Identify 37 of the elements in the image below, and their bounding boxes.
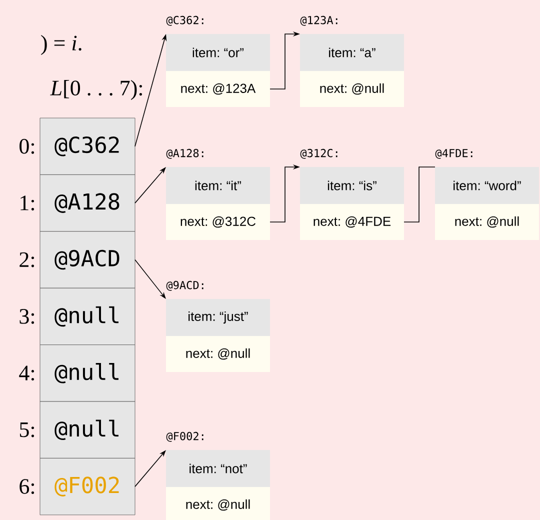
index-label: 6: — [20, 479, 34, 494]
index-label: 2: — [20, 252, 34, 268]
node-label: @312C: — [300, 148, 338, 159]
node-label: next: @null — [320, 83, 384, 95]
node-label: @9ACD: — [166, 280, 204, 291]
index-label: 4: — [19, 366, 34, 381]
node-label: @123A: — [300, 16, 338, 26]
array-cell: @C362 — [40, 118, 136, 175]
array-cell: @F002 — [40, 458, 136, 516]
node-label: @F002: — [166, 432, 204, 442]
index-label: 5: — [20, 422, 34, 438]
array-cell: @A128 — [40, 174, 136, 232]
index-label: 1: — [20, 196, 34, 210]
array-cell: @null — [40, 288, 136, 345]
node-label: next: @312C — [180, 216, 256, 228]
formula-text: L[0 . . . 7): — [50, 80, 142, 100]
formula-text: ) = i. — [41, 35, 82, 55]
node-label: @4FDE: — [435, 149, 472, 159]
node-label: next: @123A — [181, 83, 256, 95]
node-label: next: @null — [186, 499, 250, 511]
list-node: @F002: item: “not” next: @null — [166, 432, 270, 520]
list-node: @123A: item: “a” next: @null — [300, 16, 404, 107]
node-label: next: @null — [455, 216, 519, 228]
list-node: @C362: item: “or” next: @123A — [166, 16, 270, 107]
array-cell: @null — [40, 344, 136, 402]
index-label: 3: — [20, 309, 34, 324]
list-node: @A128: item: “it” next: @312C — [166, 148, 270, 240]
array-cell: @null — [40, 401, 136, 458]
index-label: 0: — [20, 138, 34, 154]
list-node: @312C: item: “is” next: @4FDE — [300, 148, 404, 240]
node-label: @C362: — [166, 16, 204, 26]
array-cell: @9ACD — [40, 231, 136, 288]
node-label: next: @4FDE — [314, 216, 391, 228]
node-label: next: @null — [186, 348, 250, 360]
list-node: @4FDE: item: “word” next: @null — [435, 149, 539, 240]
node-label: @A128: — [166, 148, 204, 159]
list-node: @9ACD: item: “just” next: @null — [166, 280, 270, 372]
